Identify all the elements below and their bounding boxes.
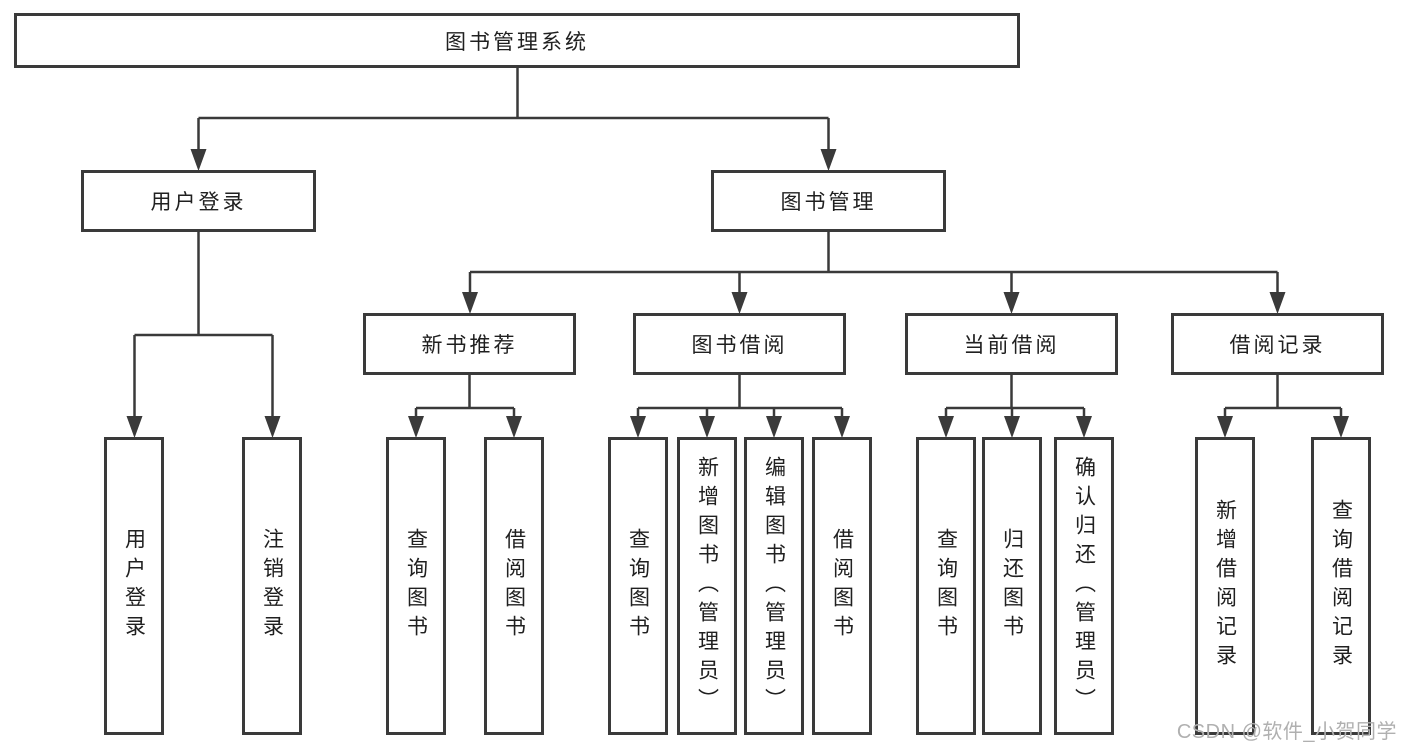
connector-new-book xyxy=(414,375,516,417)
leaf-logout: 注销登录 xyxy=(242,437,302,735)
leaf-newbook-borrow-books: 借阅图书 xyxy=(484,437,544,735)
watermark-text: CSDN @软件_小贺同学 xyxy=(1176,721,1397,743)
leaf-current-confirm-return-admin: 确认归还（管理员） xyxy=(1054,437,1114,735)
node-current-borrowing: 当前借阅 xyxy=(905,313,1118,375)
leaf-borrow-add-books-admin: 新增图书（管理员） xyxy=(677,437,737,735)
node-borrowing-records: 借阅记录 xyxy=(1171,313,1384,375)
connector-book-borrowing xyxy=(636,375,844,417)
leaf-borrow-edit-books-admin: 编辑图书（管理员） xyxy=(744,437,804,735)
leaf-borrow-query-books: 查询图书 xyxy=(608,437,668,735)
connector-borrowing-records xyxy=(1223,375,1343,417)
leaf-records-query-record: 查询借阅记录 xyxy=(1311,437,1371,735)
connector-book-management xyxy=(468,232,1279,293)
connector-user-login xyxy=(133,232,274,417)
arrowhead-icons xyxy=(126,149,1349,438)
connector-current-borrowing xyxy=(944,375,1086,417)
leaf-current-return-books: 归还图书 xyxy=(982,437,1042,735)
leaf-newbook-query-books: 查询图书 xyxy=(386,437,446,735)
node-new-book-recommend: 新书推荐 xyxy=(363,313,576,375)
node-root: 图书管理系统 xyxy=(14,13,1020,68)
leaf-borrow-borrow-books: 借阅图书 xyxy=(812,437,872,735)
node-book-management: 图书管理 xyxy=(711,170,946,232)
leaf-user-login: 用户登录 xyxy=(104,437,164,735)
leaf-current-query-books: 查询图书 xyxy=(916,437,976,735)
leaf-records-add-record: 新增借阅记录 xyxy=(1195,437,1255,735)
node-user-login: 用户登录 xyxy=(81,170,316,232)
node-book-borrowing: 图书借阅 xyxy=(633,313,846,375)
connector-root xyxy=(197,68,830,150)
